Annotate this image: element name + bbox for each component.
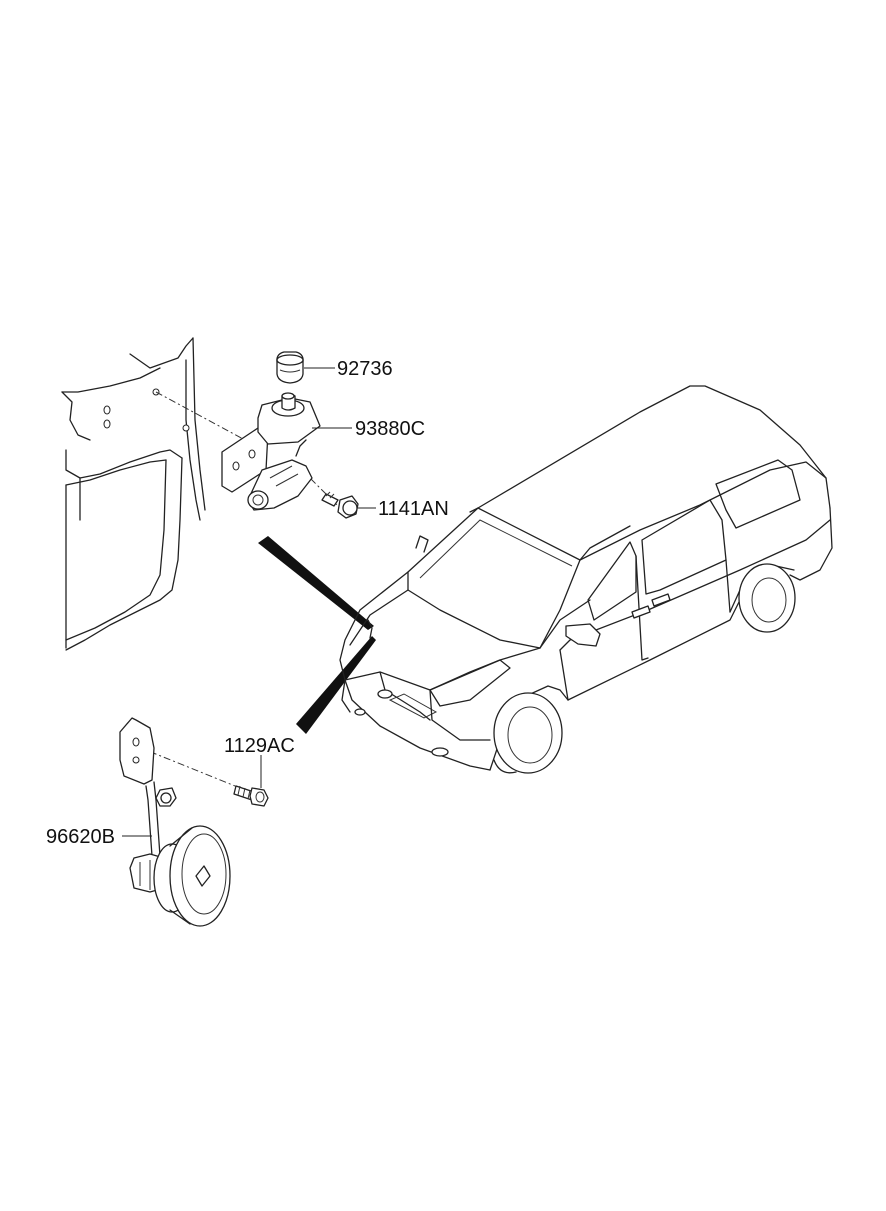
hood-switch-location [367, 619, 373, 639]
vehicle-minivan [339, 385, 833, 774]
alignment-line [135, 745, 251, 793]
fog-light [431, 747, 449, 757]
alignment-line [155, 391, 246, 441]
front-emblem [377, 689, 393, 699]
panel-hole [182, 424, 190, 432]
screw-1141an [321, 491, 359, 519]
front-door-window [587, 541, 637, 621]
pointer-wedge-upper [258, 536, 374, 630]
rear-quarter-window [715, 459, 801, 529]
headlight [429, 659, 511, 707]
callout-1129ac: 1129AC [224, 735, 295, 757]
callout-96620b: 96620B [46, 826, 115, 848]
horn-96620b [119, 717, 231, 927]
bolt-1129ac [233, 785, 269, 807]
panel-hole [103, 419, 111, 429]
pointer-wedge-lower [296, 636, 376, 734]
callout-93880c: 93880C [355, 418, 425, 440]
hood-switch-93880c [221, 392, 321, 511]
callout-1141an: 1141AN [378, 498, 449, 520]
door-handle [631, 605, 651, 619]
antenna [415, 535, 429, 553]
door-handle [651, 593, 671, 607]
front-wheel [493, 692, 563, 774]
fog-light [354, 708, 366, 716]
sliding-door-window [641, 499, 727, 595]
callout-92736: 92736 [337, 358, 393, 380]
rubber-cap-92736 [276, 351, 304, 384]
horn-emblem [195, 865, 211, 887]
side-mirror [565, 623, 601, 647]
panel-hole [103, 405, 111, 415]
body-panel [61, 337, 206, 651]
